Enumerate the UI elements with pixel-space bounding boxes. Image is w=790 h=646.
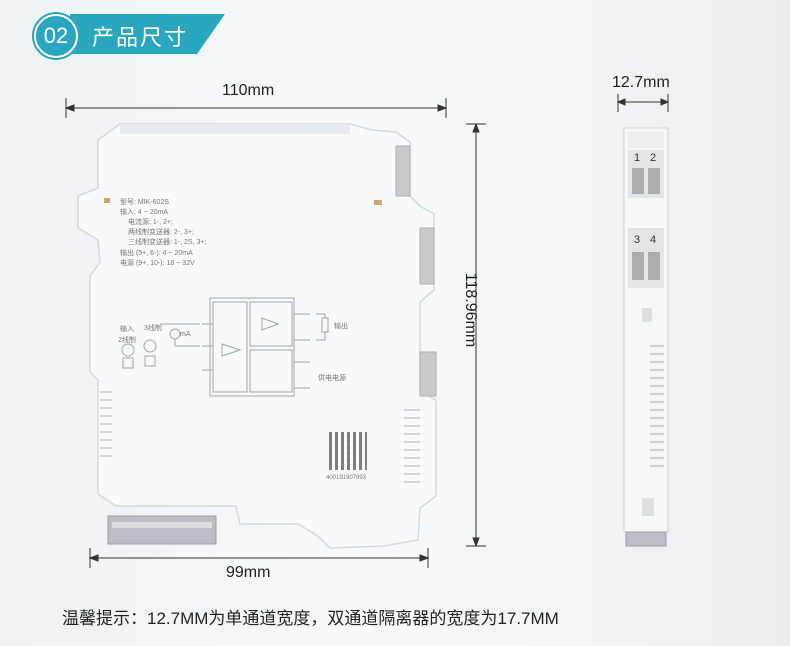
terminal-1-label: 1 bbox=[634, 152, 641, 164]
header-bar bbox=[70, 14, 225, 54]
terminal-4-label: 4 bbox=[650, 234, 657, 246]
device-output-text: 输出 (5+, 6-): 4 ~ 20mA bbox=[120, 250, 193, 257]
device-supply-label: 供电电源 bbox=[318, 375, 346, 382]
device-ma-label: mA bbox=[180, 331, 191, 338]
device-input-label: 输入 bbox=[120, 326, 134, 333]
device-serial-text: 400191907893 bbox=[326, 475, 367, 481]
device-model-text: 型号: MIK-602S bbox=[120, 199, 170, 206]
side-width-label: 12.7mm bbox=[612, 74, 670, 91]
terminal-3-label: 3 bbox=[634, 234, 641, 246]
qr-code bbox=[329, 432, 367, 470]
device-output-label: 输出 bbox=[334, 323, 348, 330]
din-rail bbox=[107, 515, 217, 545]
device-three-wire-label: 3线制 bbox=[144, 325, 162, 332]
device-side-view bbox=[623, 127, 669, 547]
device-power-text: 电源 (9+, 10-): 18 ~ 32V bbox=[120, 260, 195, 267]
height-label: 118.96mm bbox=[462, 272, 479, 348]
width-top-label: 110mm bbox=[222, 82, 275, 99]
terminal-2-label: 2 bbox=[650, 152, 657, 164]
section-number-badge: 02 bbox=[34, 14, 78, 58]
device-line1-text: 电流源: 1-, 2+; bbox=[128, 219, 173, 226]
device-line2-text: 两线制变送器: 2-, 3+; bbox=[128, 229, 194, 236]
width-bottom-label: 99mm bbox=[226, 564, 271, 581]
device-line3-text: 三线制变送器: 1-, 2S, 3+; bbox=[128, 239, 207, 246]
section-header: 02 产品尺寸 bbox=[0, 0, 230, 58]
device-input-text: 输入: 4 ~ 20mA bbox=[120, 209, 169, 216]
device-two-wire-label: 2线制 bbox=[118, 337, 136, 344]
width-tip-note: 温馨提示：12.7MM为单通道宽度，双通道隔离器的宽度为17.7MM bbox=[62, 609, 559, 628]
section-title: 产品尺寸 bbox=[92, 25, 189, 50]
